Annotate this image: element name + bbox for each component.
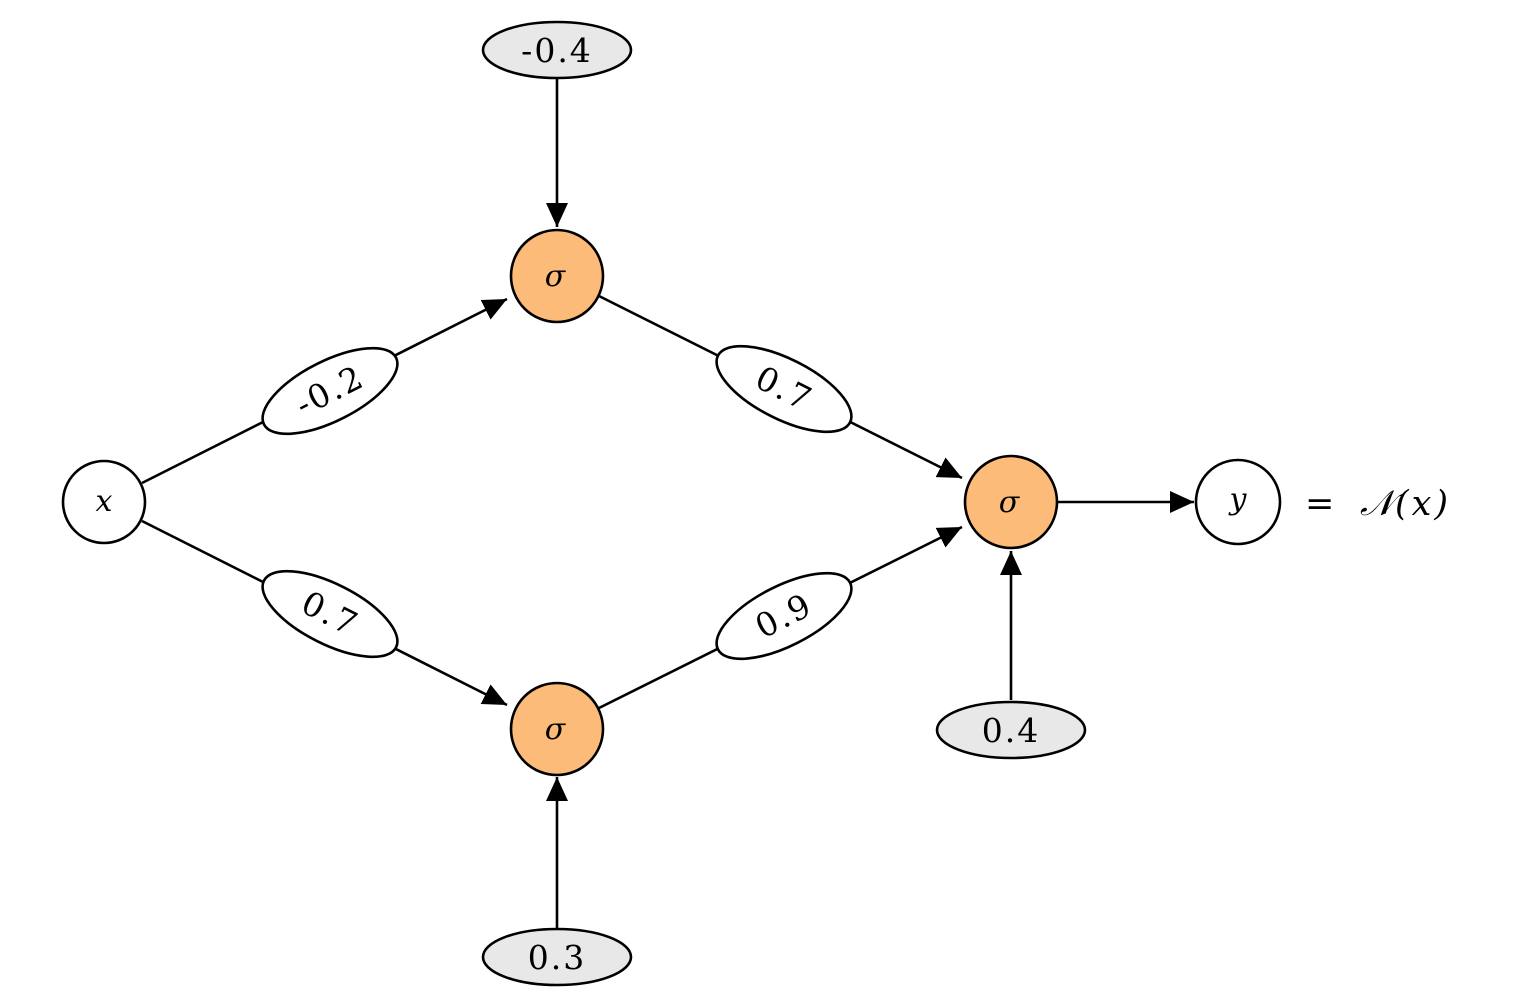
hidden-neuron-bottom: σ (509, 681, 605, 777)
hidden-neuron-bottom-label: σ (545, 712, 567, 747)
bias-text: 0.3 (528, 938, 586, 977)
weight-label-hidden-bottom-to-output-neuron: 0.9 (715, 571, 853, 661)
output-node: y (1194, 458, 1282, 546)
hidden-neuron-top-label: σ (545, 259, 567, 294)
weight-label-input-to-hidden-bottom: 0.7 (261, 569, 399, 659)
equation-equals: = (1305, 484, 1337, 524)
network-equation: = 𝒩 (x) (1305, 484, 1451, 524)
input-node-label: x (96, 484, 113, 519)
input-node: x (61, 459, 147, 545)
hidden-neuron-top: σ (509, 228, 605, 324)
weight-label-input-to-hidden-top: -0.2 (261, 346, 399, 436)
bias-node-output-neuron: 0.4 (935, 700, 1087, 760)
bias-text: 0.4 (982, 711, 1040, 750)
output-neuron-label: σ (999, 485, 1021, 520)
bias-node-hidden-top: -0.4 (481, 20, 633, 80)
bias-node-hidden-bottom: 0.3 (481, 927, 633, 987)
weight-label-hidden-top-to-output-neuron: 0.7 (715, 344, 853, 434)
output-neuron: σ (963, 454, 1059, 550)
equation-argument: (x) (1395, 484, 1451, 524)
bias-text: -0.4 (521, 31, 593, 70)
output-node-label: y (1228, 482, 1248, 517)
equation-network-symbol: 𝒩 (1360, 484, 1404, 524)
